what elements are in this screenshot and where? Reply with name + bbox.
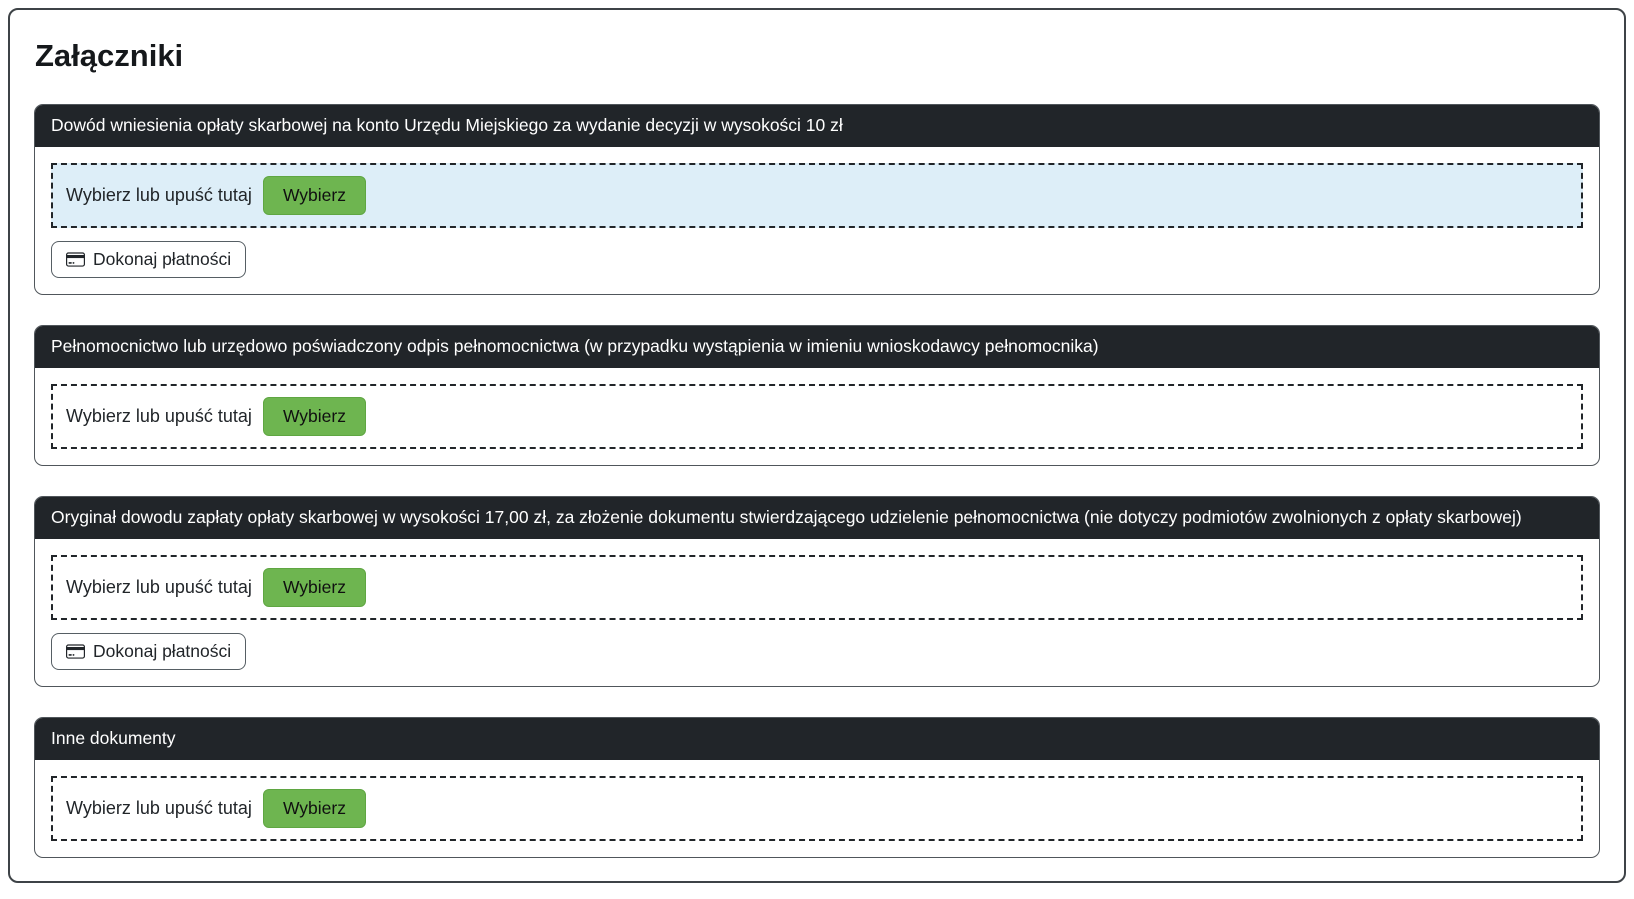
section-body: Wybierz lub upuść tutaj Wybierz Dokonaj … (35, 539, 1599, 686)
choose-file-button[interactable]: Wybierz (262, 175, 366, 215)
section-header: Dowód wniesienia opłaty skarbowej na kon… (35, 105, 1599, 147)
credit-card-icon (66, 250, 85, 269)
choose-file-button[interactable]: Wybierz (262, 396, 366, 436)
attachments-panel: Załączniki Dowód wniesienia opłaty skarb… (8, 8, 1626, 883)
dropzone-label: Wybierz lub upuść tutaj (66, 797, 252, 818)
dropzone-label: Wybierz lub upuść tutaj (66, 184, 252, 205)
dropzone-label: Wybierz lub upuść tutaj (66, 576, 252, 597)
make-payment-button[interactable]: Dokonaj płatności (51, 240, 247, 278)
make-payment-button[interactable]: Dokonaj płatności (51, 632, 247, 670)
section-body: Wybierz lub upuść tutaj Wybierz (35, 760, 1599, 857)
section-body: Wybierz lub upuść tutaj Wybierz (35, 368, 1599, 465)
attachment-section-power-of-attorney: Pełnomocnictwo lub urzędowo poświadczony… (34, 324, 1600, 466)
page-title: Załączniki (35, 38, 184, 73)
file-dropzone[interactable]: Wybierz lub upuść tutaj Wybierz (51, 383, 1583, 449)
file-dropzone[interactable]: Wybierz lub upuść tutaj Wybierz (51, 554, 1583, 620)
choose-file-button[interactable]: Wybierz (262, 788, 366, 828)
credit-card-icon (66, 642, 85, 661)
section-header: Inne dokumenty (35, 717, 1599, 760)
dropzone-label: Wybierz lub upuść tutaj (66, 405, 252, 426)
attachment-section-poa-fee-proof: Oryginał dowodu zapłaty opłaty skarbowej… (34, 495, 1600, 687)
attachment-section-other-documents: Inne dokumenty Wybierz lub upuść tutaj W… (34, 716, 1600, 858)
payment-button-label: Dokonaj płatności (93, 248, 232, 269)
section-header: Oryginał dowodu zapłaty opłaty skarbowej… (35, 496, 1599, 539)
file-dropzone[interactable]: Wybierz lub upuść tutaj Wybierz (51, 162, 1583, 228)
section-body: Wybierz lub upuść tutaj Wybierz Dokonaj … (35, 147, 1599, 294)
section-header: Pełnomocnictwo lub urzędowo poświadczony… (35, 325, 1599, 368)
attachment-section-fee-proof: Dowód wniesienia opłaty skarbowej na kon… (34, 104, 1600, 295)
payment-button-label: Dokonaj płatności (93, 640, 232, 661)
file-dropzone[interactable]: Wybierz lub upuść tutaj Wybierz (51, 775, 1583, 841)
choose-file-button[interactable]: Wybierz (262, 567, 366, 607)
